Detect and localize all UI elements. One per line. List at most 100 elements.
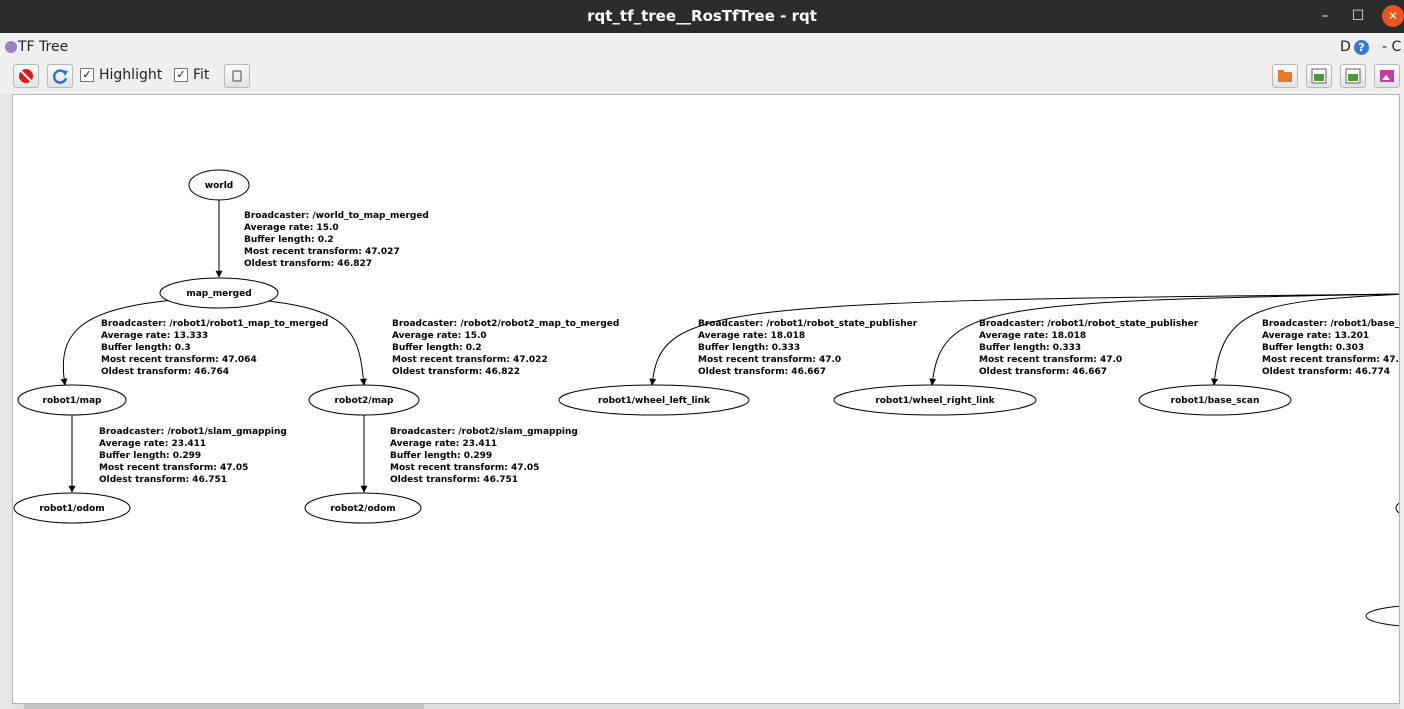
tf-node-offscreen[interactable]	[1395, 498, 1400, 518]
edge-label-line: Most recent transform: 47.0	[698, 355, 841, 365]
edge-label-map_merged-robot2_map: Broadcaster: /robot2/robot2_map_to_merge…	[392, 319, 619, 377]
scrollbar-thumb[interactable]	[24, 704, 424, 709]
edge-label-line: Average rate: 23.411	[99, 439, 206, 449]
edge-map_merged-robot2_map	[246, 298, 367, 386]
edge-label-line: Average rate: 18.018	[979, 331, 1086, 341]
plugin-titlebar: TF Tree D ? - C	[0, 33, 1404, 61]
edge-map_merged-robot1_map	[60, 298, 187, 386]
highlight-label: Highlight	[99, 67, 163, 83]
plugin-close-partial[interactable]: - C	[1382, 39, 1402, 55]
edge-label-line: Oldest transform: 46.751	[99, 475, 227, 485]
folder-icon	[1278, 70, 1292, 82]
edge-label-map_merged-robot1_map: Broadcaster: /robot1/robot1_map_to_merge…	[101, 319, 328, 377]
window-titlebar: rqt_tf_tree__RosTfTree - rqt – ☐ ✕	[0, 0, 1404, 33]
tf-tree-graph-view[interactable]: world map_merged robot1/map robot2/map r…	[12, 94, 1400, 704]
left-panel-edge	[0, 94, 12, 709]
tf-node-base_scan[interactable]	[1138, 384, 1292, 416]
maximize-button[interactable]: ☐	[1351, 8, 1365, 24]
tf-node-offscreen[interactable]	[1365, 605, 1400, 627]
minimize-button[interactable]: –	[1321, 8, 1329, 24]
edge-label-robot1_map-robot1_odom: Broadcaster: /robot1/slam_gmapping Avera…	[99, 427, 287, 485]
edge-label-line: Broadcaster: /robot2/slam_gmapping	[390, 427, 578, 437]
dock-button[interactable]: D	[1340, 39, 1351, 55]
toolbar: ✓ Highlight ✓ Fit	[0, 61, 1404, 91]
edge-label-line: Most recent transform: 47.064	[101, 355, 257, 365]
horizontal-scrollbar[interactable]	[12, 704, 1400, 709]
edge-label-line: Average rate: 15.0	[244, 223, 339, 233]
edge-label-line: Average rate: 23.411	[390, 439, 497, 449]
plugin-title: TF Tree	[18, 39, 69, 55]
edge-offscreen-base_scan	[1211, 293, 1399, 386]
edge-label-line: Oldest transform: 46.667	[698, 367, 826, 377]
edge-label-wheel_left: Broadcaster: /robot1/robot_state_publish…	[698, 319, 918, 377]
tf-node-wheel_right_link[interactable]	[833, 384, 1037, 416]
fit-view-icon	[232, 70, 242, 82]
edge-label-robot2_map-robot2_odom: Broadcaster: /robot2/slam_gmapping Avera…	[390, 427, 578, 485]
edge-label-line: Oldest transform: 46.764	[101, 367, 229, 377]
edge-label-line: Most recent transform: 47.022	[392, 355, 548, 365]
node-label: robot1/wheel_right_link	[875, 396, 995, 406]
edge-label-line: Broadcaster: /robot1/robot1_map_to_merge…	[101, 319, 328, 329]
edge-label-base_scan: Broadcaster: /robot1/base_lin Average ra…	[1262, 319, 1400, 377]
tf-tree-graph: world map_merged robot1/map robot2/map r…	[13, 169, 1400, 627]
edge-label-line: Broadcaster: /robot1/slam_gmapping	[99, 427, 287, 437]
tf-node-map_merged[interactable]	[159, 277, 279, 309]
edge-label-line: Buffer length: 0.333	[698, 343, 800, 353]
edge-label-line: Buffer length: 0.3	[101, 343, 191, 353]
node-label: robot2/odom	[330, 504, 395, 514]
help-icon[interactable]: ?	[1354, 40, 1369, 55]
edge-label-line: Average rate: 15.0	[392, 331, 487, 341]
edge-offscreen-wheel_right	[929, 293, 1399, 386]
edge-label-line: Oldest transform: 46.667	[979, 367, 1107, 377]
edge-label-line: Broadcaster: /robot1/robot_state_publish…	[979, 319, 1199, 329]
stop-icon	[19, 69, 33, 83]
edge-label-line: Broadcaster: /robot1/base_lin	[1262, 319, 1400, 329]
edge-label-line: Most recent transform: 47.05	[390, 463, 539, 473]
node-label: map_merged	[186, 289, 251, 299]
edge-offscreen-wheel_left	[649, 293, 1399, 386]
save-dot-button[interactable]	[1306, 64, 1332, 88]
tf-node-wheel_left_link[interactable]	[558, 384, 750, 416]
tf-tree-plugin-icon	[5, 41, 17, 53]
edge-label-line: Buffer length: 0.333	[979, 343, 1081, 353]
edge-label-wheel_right: Broadcaster: /robot1/robot_state_publish…	[979, 319, 1199, 377]
tf-node-robot2_map[interactable]	[308, 384, 420, 416]
edge-label-world-map_merged: Broadcaster: /world_to_map_merged Averag…	[244, 211, 429, 269]
edge-label-line: Most recent transform: 47.05	[99, 463, 248, 473]
close-button[interactable]: ✕	[1382, 5, 1404, 27]
tf-node-robot1_map[interactable]	[17, 384, 127, 416]
edge-label-line: Average rate: 18.018	[698, 331, 805, 341]
load-dot-button[interactable]	[1272, 64, 1298, 88]
edge-label-line: Oldest transform: 46.774	[1262, 367, 1390, 377]
refresh-button[interactable]	[47, 64, 73, 88]
edge-label-line: Most recent transform: 47.027	[244, 247, 400, 257]
fit-view-button[interactable]	[224, 64, 250, 88]
edge-label-line: Oldest transform: 46.827	[244, 259, 372, 269]
node-label: robot1/map	[43, 396, 103, 406]
edge-label-line: Buffer length: 0.303	[1262, 343, 1364, 353]
edge-label-line: Broadcaster: /robot2/robot2_map_to_merge…	[392, 319, 619, 329]
edge-label-line: Buffer length: 0.2	[392, 343, 482, 353]
node-label: robot1/wheel_left_link	[598, 396, 711, 406]
tf-node-world[interactable]	[188, 169, 250, 201]
edge-label-line: Oldest transform: 46.822	[392, 367, 520, 377]
save-image-button[interactable]	[1374, 64, 1400, 88]
clear-button[interactable]	[13, 64, 39, 88]
edge-label-line: Oldest transform: 46.751	[390, 475, 518, 485]
edge-label-line: Buffer length: 0.299	[390, 451, 492, 461]
save-svg-icon	[1345, 68, 1361, 84]
tf-node-robot1_odom[interactable]	[13, 492, 131, 524]
fit-checkbox[interactable]: ✓	[174, 68, 188, 82]
edge-label-line: Most recent transform: 47.07	[1262, 355, 1400, 365]
fit-label: Fit	[193, 67, 210, 83]
edge-label-line: Most recent transform: 47.0	[979, 355, 1122, 365]
save-svg-button[interactable]	[1340, 64, 1366, 88]
edge-label-line: Average rate: 13.201	[1262, 331, 1369, 341]
image-icon	[1380, 70, 1394, 82]
edge-label-line: Broadcaster: /world_to_map_merged	[244, 211, 429, 221]
highlight-checkbox[interactable]: ✓	[80, 68, 94, 82]
refresh-icon	[52, 69, 68, 84]
edge-label-line: Buffer length: 0.299	[99, 451, 201, 461]
window-title: rqt_tf_tree__RosTfTree - rqt	[587, 7, 817, 25]
tf-node-robot2_odom[interactable]	[304, 492, 422, 524]
